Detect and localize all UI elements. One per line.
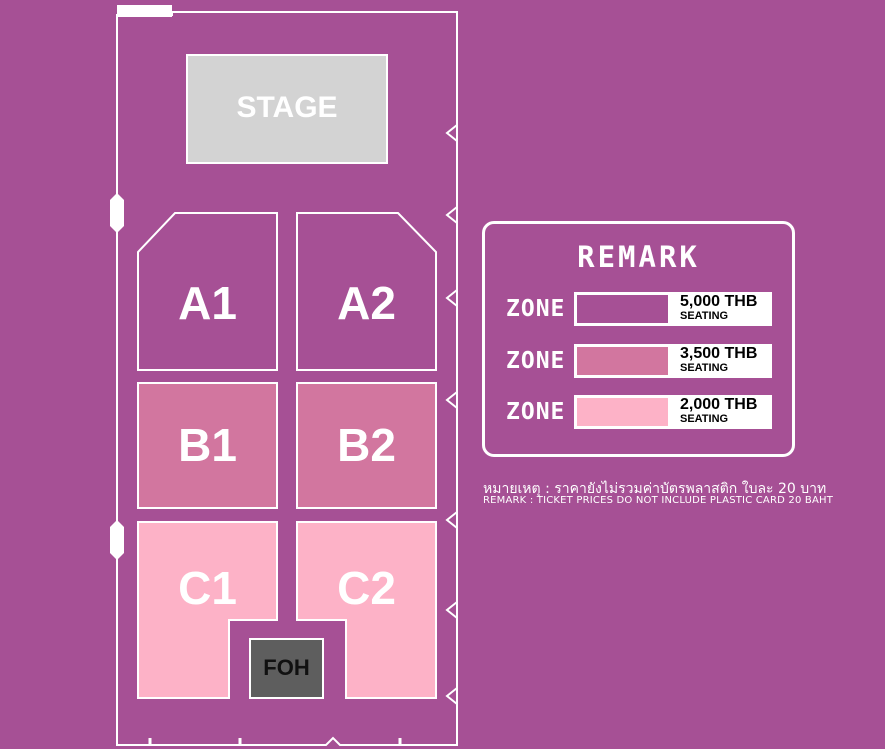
wall-ticks xyxy=(148,738,402,745)
side-door-left-1 xyxy=(110,193,124,233)
legend-price: 2,000 THB xyxy=(680,396,758,413)
zone-c2 xyxy=(296,521,437,699)
zone-c1 xyxy=(137,521,278,699)
legend-swatch-a xyxy=(577,295,668,323)
legend-swatch-c xyxy=(577,398,668,426)
legend-zone-word: ZONE xyxy=(506,348,566,374)
legend-row-a: 5,000 THB SEATING xyxy=(574,292,772,326)
legend-price: 3,500 THB xyxy=(680,345,758,362)
zone-label-a1[interactable]: A1 xyxy=(178,277,237,329)
legend-row-b: 3,500 THB SEATING xyxy=(574,344,772,378)
zone-label-b2[interactable]: B2 xyxy=(337,419,396,471)
zone-label-c2[interactable]: C2 xyxy=(337,562,396,614)
entrance-block xyxy=(117,5,172,17)
remark-title: REMARK xyxy=(577,240,700,274)
remark-box xyxy=(482,221,795,457)
foh-box xyxy=(249,638,324,699)
zone-label-c1[interactable]: C1 xyxy=(178,562,237,614)
legend-seat-type: SEATING xyxy=(680,413,729,425)
legend-swatch-b xyxy=(577,347,668,375)
note-thai: หมายเหตุ : ราคายังไม่รวมค่าบัตรพลาสติก ใ… xyxy=(483,481,827,497)
zone-a2 xyxy=(296,212,437,371)
side-door-left-2 xyxy=(110,520,124,560)
stage-label: STAGE xyxy=(236,91,338,124)
legend-zone-word: ZONE xyxy=(506,399,566,425)
zone-b2 xyxy=(296,382,437,509)
legend-price: 5,000 THB xyxy=(680,293,758,310)
right-wall-notches xyxy=(445,124,458,705)
zone-label-b1[interactable]: B1 xyxy=(178,419,237,471)
zone-b1 xyxy=(137,382,278,509)
legend-zone-word: ZONE xyxy=(506,296,566,322)
zone-label-a2[interactable]: A2 xyxy=(337,277,396,329)
stage xyxy=(186,54,388,164)
note-english: REMARK : TICKET PRICES DO NOT INCLUDE PL… xyxy=(483,495,834,506)
zone-a1 xyxy=(137,212,278,371)
foh-label: FOH xyxy=(263,655,310,680)
legend-seat-type: SEATING xyxy=(680,310,729,322)
legend-row-c: 2,000 THB SEATING xyxy=(574,395,772,429)
legend-seat-type: SEATING xyxy=(680,362,729,374)
